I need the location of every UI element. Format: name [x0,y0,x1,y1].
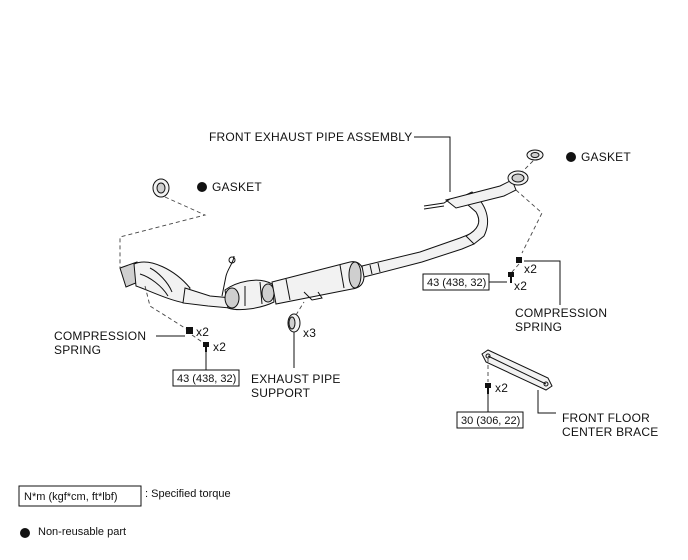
gasket-left-label: GASKET [212,180,262,194]
torque-left-value: 43 (438, 32) [177,373,236,385]
exhaust-pipe-support-label-1: EXHAUST PIPE [251,372,341,386]
compression-spring-right-label-2: SPRING [515,320,562,334]
legend-nonreusable-desc: Non-reusable part [38,526,126,538]
brace-bolt-qty: x2 [495,381,508,395]
bolt-right [508,272,514,283]
front-floor-center-brace-label-1: FRONT FLOOR [562,411,650,425]
exhaust-pipe-support [287,313,301,333]
compression-spring-right-label-1: COMPRESSION [515,306,607,320]
bolt-left [203,342,209,352]
compression-spring-left-label-2: SPRING [54,343,101,357]
nonreusable-marker-left-gasket [197,182,207,192]
compression-spring-left-label-1: COMPRESSION [54,329,146,343]
nonreusable-marker-right-gasket [566,152,576,162]
gasket-right [526,149,544,161]
front-exhaust-pipe-assembly [119,170,529,311]
gasket-right-label: GASKET [581,150,631,164]
support-qty: x3 [303,326,316,340]
bolt-brace [485,383,491,394]
exhaust-pipe-support-label-2: SUPPORT [251,386,311,400]
legend-torque-box-text: N*m (kgf*cm, ft*lbf) [24,491,118,503]
front-floor-center-brace [481,349,553,391]
torque-right-value: 43 (438, 32) [427,277,486,289]
right-spring-qty: x2 [524,262,537,276]
torque-box-left [172,369,240,387]
legend-torque-box [18,485,142,507]
gasket-left [152,178,170,198]
right-bolt-qty: x2 [514,279,527,293]
compression-spring-right [516,257,522,263]
torque-box-brace [456,411,524,429]
compression-spring-left [186,327,193,334]
front-floor-center-brace-label-2: CENTER BRACE [562,425,658,439]
torque-brace-value: 30 (306, 22) [461,415,520,427]
legend-torque-desc: : Specified torque [145,488,231,500]
left-bolt-qty: x2 [213,340,226,354]
left-spring-qty: x2 [196,325,209,339]
legend-nonreusable-marker [20,528,30,538]
front-exhaust-pipe-assembly-label: FRONT EXHAUST PIPE ASSEMBLY [209,130,412,144]
front-exhaust-pipe-leader [414,136,451,192]
